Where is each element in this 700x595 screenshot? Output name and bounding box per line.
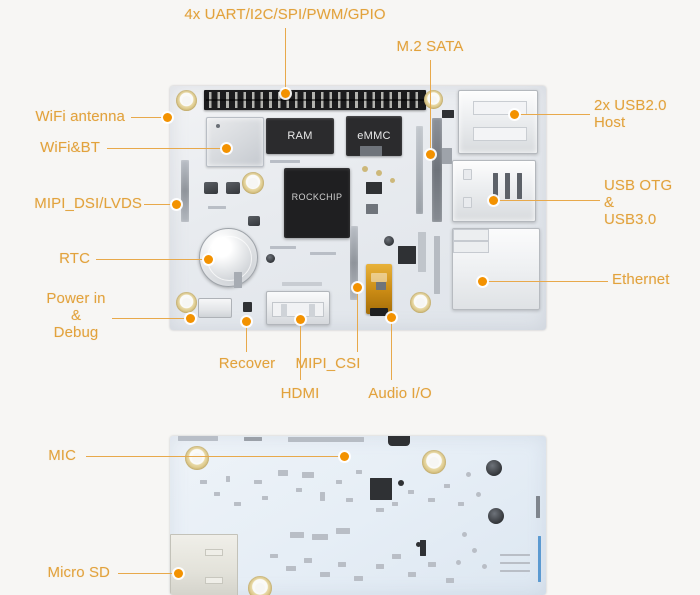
- callout-mipi-dsi-label: MIPI_DSI/LVDS: [34, 195, 142, 212]
- leader-mipi-csi: [357, 290, 359, 352]
- callout-dot-m2-sata[interactable]: [426, 150, 435, 159]
- callout-dot-mipi-dsi[interactable]: [172, 200, 181, 209]
- callout-dot-gpio[interactable]: [281, 89, 290, 98]
- mounting-hole: [248, 576, 272, 595]
- rtc-battery: [199, 228, 258, 287]
- mounting-hole: [176, 292, 197, 313]
- mipi-csi-connector: [350, 226, 358, 300]
- callout-recover-label: Recover: [218, 355, 276, 372]
- leader-usb-otg: [498, 200, 600, 202]
- callout-dot-recover[interactable]: [242, 317, 251, 326]
- callout-dot-rtc[interactable]: [204, 255, 213, 264]
- leader-hdmi: [300, 322, 302, 380]
- mounting-hole: [424, 90, 443, 109]
- recover-button: [243, 302, 252, 312]
- callout-dot-wifi-bt[interactable]: [222, 144, 231, 153]
- callout-audio-io-label: Audio I/O: [368, 385, 432, 402]
- callout-dot-usb-otg[interactable]: [489, 196, 498, 205]
- callout-power-debug-label: Power in & Debug: [46, 290, 106, 341]
- micro-sd-socket: [170, 534, 238, 595]
- ethernet-port: [452, 228, 540, 310]
- usb2-host-port: [458, 90, 538, 154]
- callout-dot-wifi-antenna[interactable]: [163, 113, 172, 122]
- callout-rtc-label: RTC: [59, 250, 90, 267]
- leader-rtc: [96, 259, 208, 261]
- m2-sata-slot: [432, 118, 442, 222]
- leader-power-debug: [112, 318, 190, 320]
- callout-m2-sata-label: M.2 SATA: [396, 38, 464, 55]
- leader-wifi-bt: [107, 148, 225, 150]
- leader-ethernet: [487, 281, 608, 283]
- leader-mic: [86, 456, 344, 458]
- callout-mic-label: MIC: [48, 447, 76, 464]
- callout-dot-hdmi[interactable]: [296, 315, 305, 324]
- callout-dot-ethernet[interactable]: [478, 277, 487, 286]
- leader-audio-io: [391, 320, 393, 380]
- mipi-dsi-connector: [181, 160, 189, 222]
- callout-mipi-csi-label: MIPI_CSI: [295, 355, 361, 372]
- callout-usb-otg-label: USB OTG & USB3.0: [604, 177, 673, 228]
- mounting-hole: [176, 90, 197, 111]
- leader-usb2-host: [518, 114, 590, 116]
- callout-wifi-bt-label: WiFi&BT: [40, 139, 100, 156]
- leader-gpio: [285, 28, 287, 93]
- usb-otg-usb3-port: [452, 160, 536, 222]
- callout-dot-audio-io[interactable]: [387, 313, 396, 322]
- callout-micro-sd-label: Micro SD: [47, 564, 110, 581]
- ram-chip: RAM: [266, 118, 334, 154]
- mounting-hole: [410, 292, 431, 313]
- callout-dot-mipi-csi[interactable]: [353, 283, 362, 292]
- callout-dot-usb2-host[interactable]: [510, 110, 519, 119]
- mounting-hole: [242, 172, 264, 194]
- callout-dot-micro-sd[interactable]: [174, 569, 183, 578]
- mounting-hole: [185, 446, 209, 470]
- callout-wifi-antenna-label: WiFi antenna: [35, 108, 125, 125]
- callout-gpio-label: 4x UART/I2C/SPI/PWM/GPIO: [184, 6, 386, 23]
- m2-retainer: [416, 126, 423, 214]
- power-debug-port: [198, 298, 232, 318]
- leader-micro-sd: [118, 573, 178, 575]
- leader-mipi-dsi: [144, 204, 174, 206]
- ram-label: RAM: [287, 130, 313, 142]
- board-component-side: RAM eMMC ROCKCHIP: [170, 86, 546, 330]
- callout-dot-mic[interactable]: [340, 452, 349, 461]
- audio-io-jack: [366, 264, 392, 314]
- soc-chip: ROCKCHIP: [284, 168, 350, 238]
- leader-recover: [246, 324, 248, 352]
- gpio-header: [204, 90, 426, 110]
- board-solder-side: [170, 436, 546, 595]
- callout-dot-power-debug[interactable]: [186, 314, 195, 323]
- leader-m2-sata: [430, 60, 432, 153]
- callout-hdmi-label: HDMI: [280, 385, 320, 402]
- mounting-hole: [422, 450, 446, 474]
- emmc-chip: eMMC: [346, 116, 402, 156]
- leader-wifi-antenna: [131, 117, 167, 119]
- wifi-bt-module: [206, 117, 264, 167]
- callout-usb2-host-label: 2x USB2.0 Host: [594, 97, 667, 131]
- emmc-label: eMMC: [357, 130, 391, 142]
- callout-ethernet-label: Ethernet: [612, 271, 670, 288]
